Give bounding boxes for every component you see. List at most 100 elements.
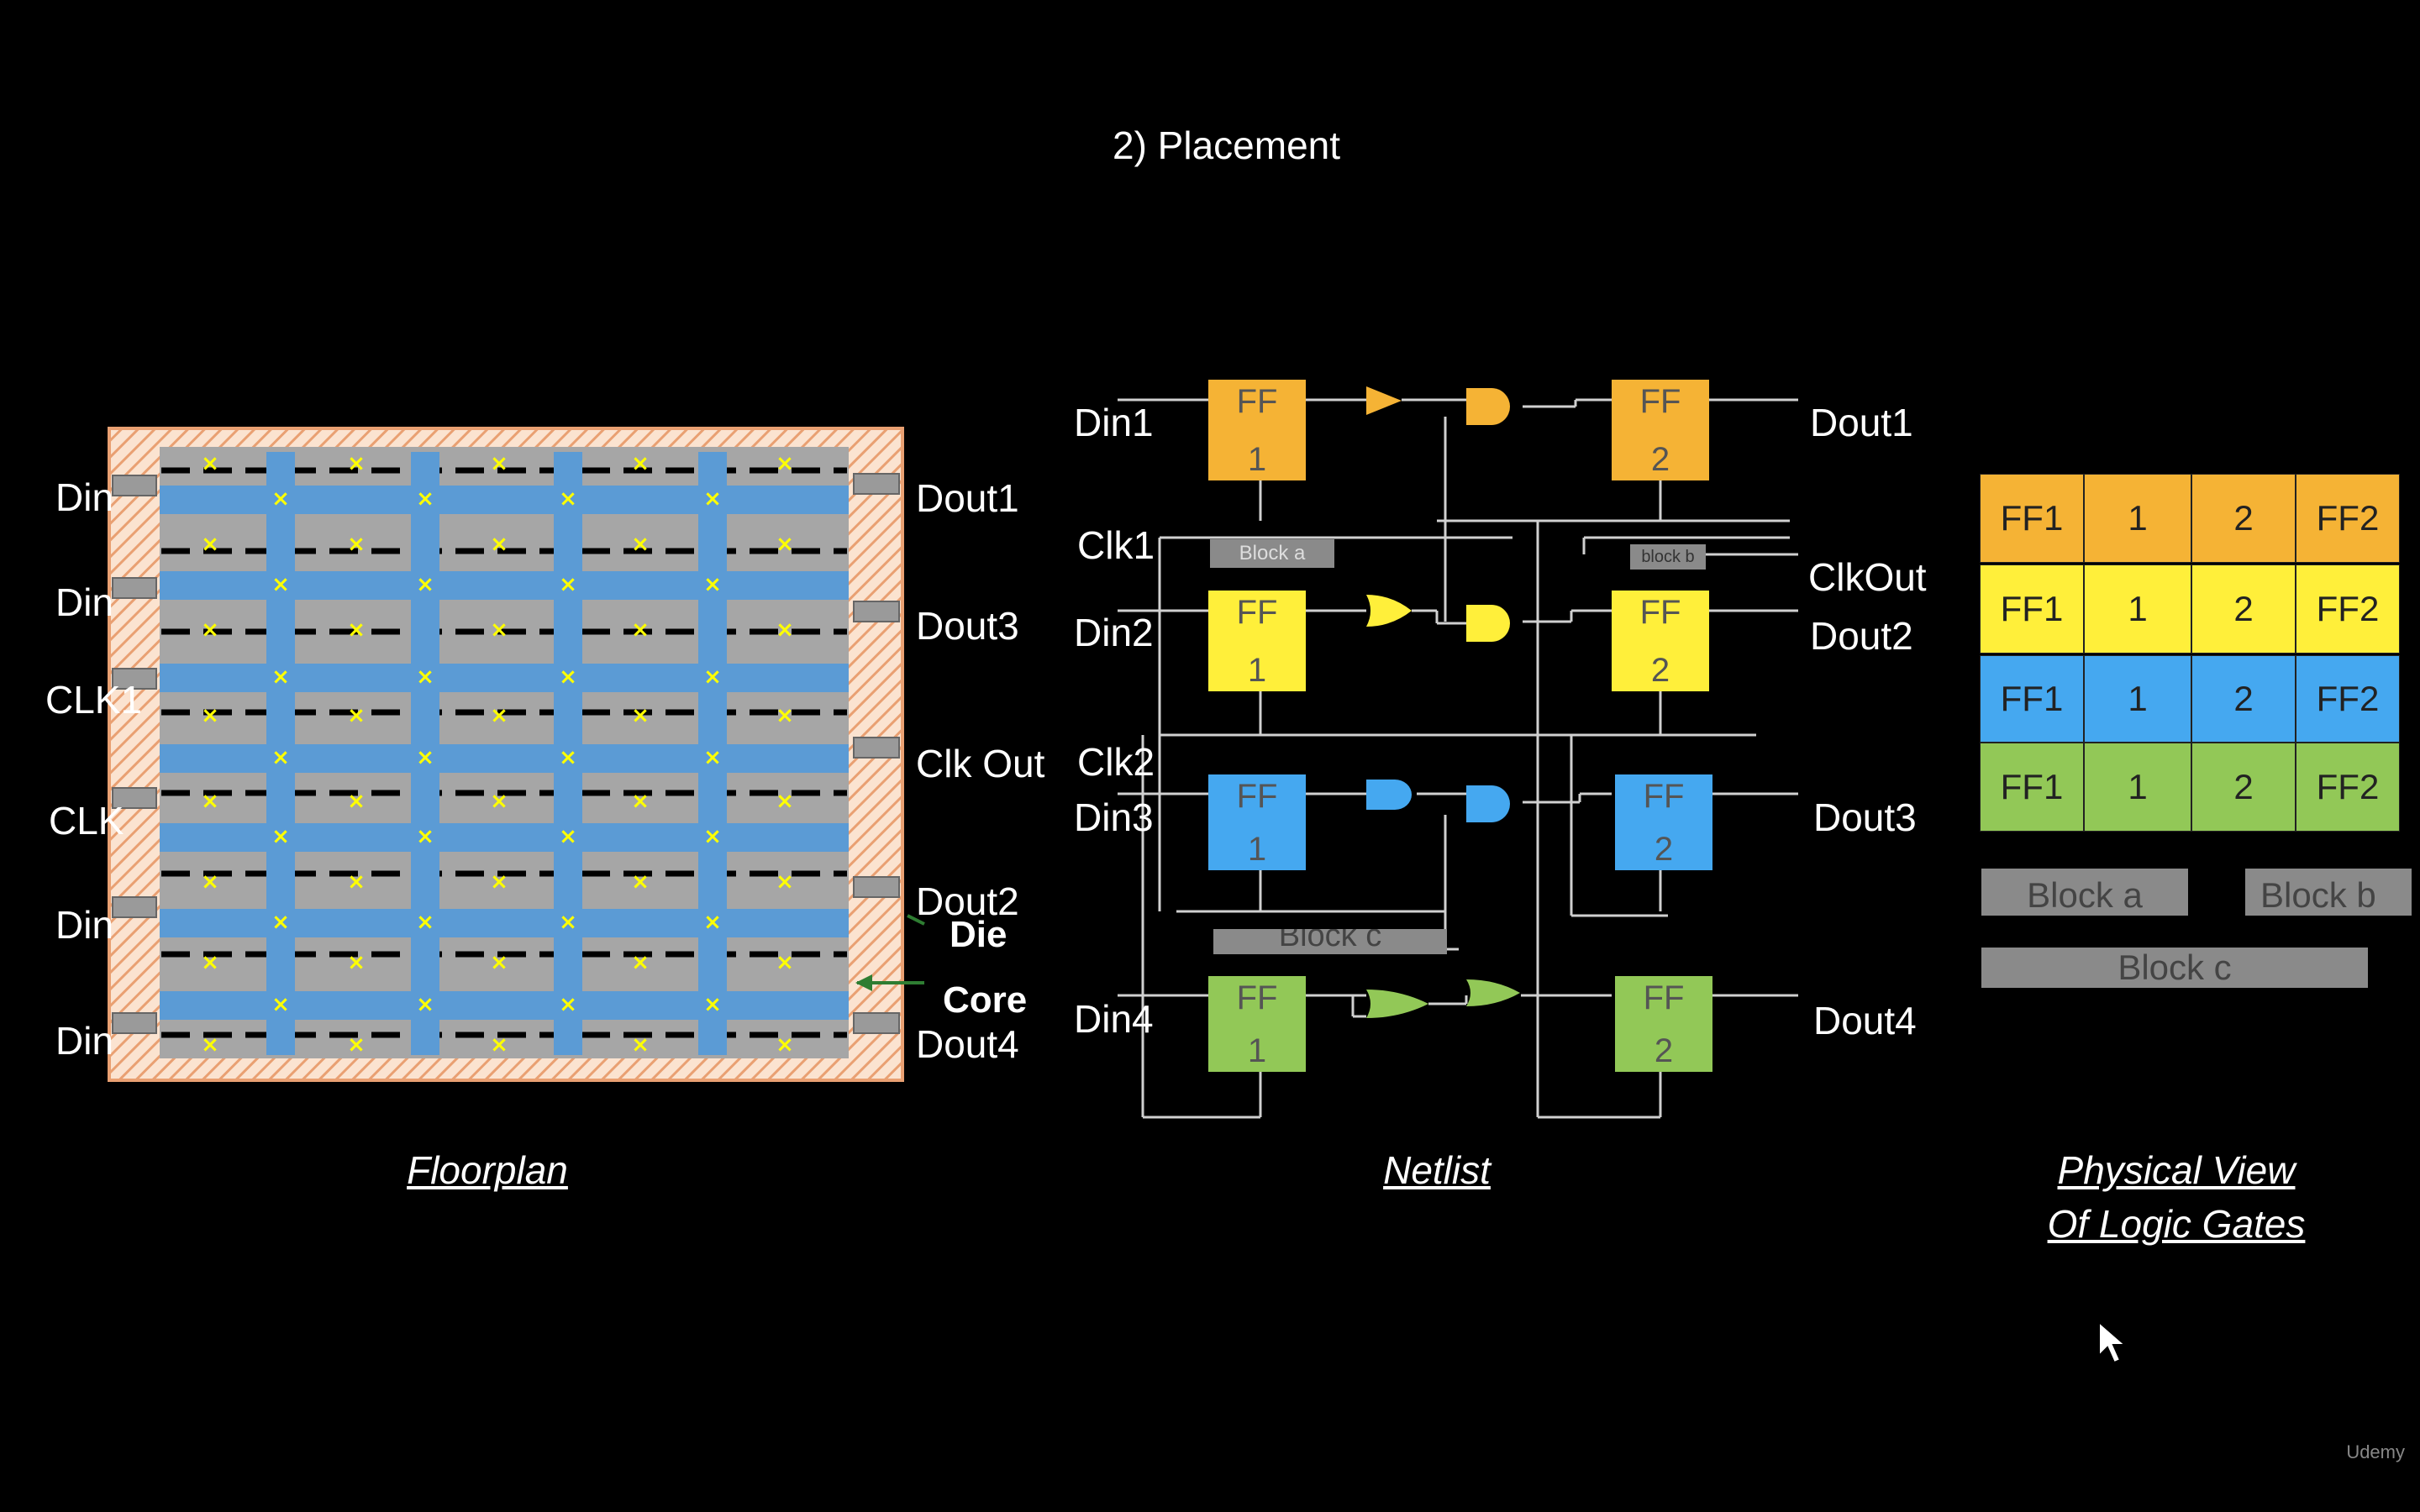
io-pad-left	[112, 668, 157, 690]
nl-output-pin: Dout2	[1810, 614, 1913, 658]
buffer-gate-row1	[1366, 386, 1402, 415]
marker-x: ×	[776, 950, 794, 975]
slide-title: 2) Placement	[1113, 123, 1341, 167]
marker-x: ×	[559, 910, 577, 935]
nl-input-pin: Din4	[1074, 997, 1154, 1041]
power-strap-v	[554, 452, 582, 1055]
marker-x: ×	[631, 950, 650, 975]
power-strap-v	[411, 452, 439, 1055]
phys-cell: 2	[2191, 564, 2296, 654]
phys-block-c: Block c	[1981, 948, 2368, 988]
marker-x: ×	[271, 992, 290, 1017]
and-gate-row2	[1466, 605, 1510, 642]
marker-x: ×	[776, 703, 794, 728]
marker-x: ×	[201, 703, 219, 728]
or-gate-row2	[1366, 595, 1412, 627]
marker-x: ×	[703, 910, 722, 935]
marker-x: ×	[416, 910, 434, 935]
marker-x: ×	[631, 869, 650, 895]
io-pad-left	[112, 577, 157, 599]
marker-x: ×	[271, 572, 290, 597]
nl-output-pin: Dout1	[1810, 401, 1913, 444]
marker-x: ×	[776, 869, 794, 895]
marker-x: ×	[271, 824, 290, 849]
nl-input-pin: Clk1	[1077, 523, 1155, 567]
marker-x: ×	[416, 486, 434, 512]
marker-x: ×	[559, 486, 577, 512]
phys-cell: 2	[2191, 743, 2296, 832]
nl-output-pin: ClkOut	[1808, 555, 1927, 599]
floorplan-caption: Floorplan	[407, 1148, 568, 1192]
phys-cell: FF2	[2296, 655, 2400, 743]
nl-output-pin: Dout3	[1813, 795, 1917, 839]
io-pad-left	[112, 475, 157, 496]
io-pad-left	[112, 787, 157, 809]
marker-x: ×	[271, 486, 290, 512]
phys-cell: 2	[2191, 474, 2296, 563]
marker-x: ×	[416, 664, 434, 690]
phys-block-b: Block b	[2245, 869, 2412, 916]
phys-cell: 1	[2084, 564, 2191, 654]
marker-x: ×	[490, 703, 508, 728]
marker-x: ×	[271, 910, 290, 935]
die-arrow	[907, 914, 925, 926]
marker-x: ×	[631, 617, 650, 643]
marker-x: ×	[703, 486, 722, 512]
marker-x: ×	[776, 789, 794, 814]
phys-cell: 1	[2084, 655, 2191, 743]
marker-x: ×	[201, 1032, 219, 1058]
marker-x: ×	[490, 950, 508, 975]
marker-x: ×	[347, 532, 366, 557]
power-strap-v	[266, 452, 295, 1055]
marker-x: ×	[416, 745, 434, 770]
fp-right-pin: Dout1	[916, 476, 1019, 520]
phys-cell: FF2	[2296, 474, 2400, 563]
marker-x: ×	[776, 617, 794, 643]
fp-left-pin: Din	[55, 1019, 114, 1063]
marker-x: ×	[347, 703, 366, 728]
marker-x: ×	[559, 745, 577, 770]
io-pad-right	[853, 1012, 900, 1034]
or-gate-row4a	[1366, 990, 1428, 1018]
fp-left-pin: CLK1	[45, 678, 143, 722]
marker-x: ×	[490, 617, 508, 643]
marker-x: ×	[347, 1032, 366, 1058]
netlist-block-c: Block c	[1213, 929, 1447, 954]
nl-input-pin: Din1	[1074, 401, 1154, 444]
phys-cell: FF2	[2296, 743, 2400, 832]
fp-right-pin: Dout2	[916, 879, 1019, 923]
phys-cell: FF1	[1980, 655, 2084, 743]
marker-x: ×	[347, 950, 366, 975]
marker-x: ×	[416, 824, 434, 849]
nl-input-pin: Din3	[1074, 795, 1154, 839]
fp-left-pin: CLK	[49, 799, 124, 843]
and-gate-row3b	[1466, 785, 1510, 822]
io-pads	[112, 473, 900, 1034]
marker-x: ×	[559, 572, 577, 597]
marker-x: ×	[776, 532, 794, 557]
marker-x: ×	[776, 451, 794, 476]
marker-x: ×	[490, 869, 508, 895]
io-pad-right	[853, 601, 900, 622]
io-pad-right	[853, 473, 900, 495]
marker-x: ×	[347, 789, 366, 814]
fp-left-pin: Din	[55, 475, 114, 519]
marker-x: ×	[703, 664, 722, 690]
marker-x: ×	[631, 703, 650, 728]
marker-x: ×	[347, 869, 366, 895]
fp-left-pin: Din	[55, 903, 114, 947]
marker-x: ×	[347, 451, 366, 476]
io-pad-left	[112, 896, 157, 918]
vertical-power-straps	[266, 452, 727, 1055]
power-strap-v	[698, 452, 727, 1055]
phys-cell: FF1	[1980, 474, 2084, 563]
marker-x: ×	[703, 992, 722, 1017]
or-gate-row4b	[1466, 979, 1520, 1006]
phys-cell: FF2	[2296, 564, 2400, 654]
marker-x: ×	[559, 664, 577, 690]
marker-x: ×	[490, 532, 508, 557]
